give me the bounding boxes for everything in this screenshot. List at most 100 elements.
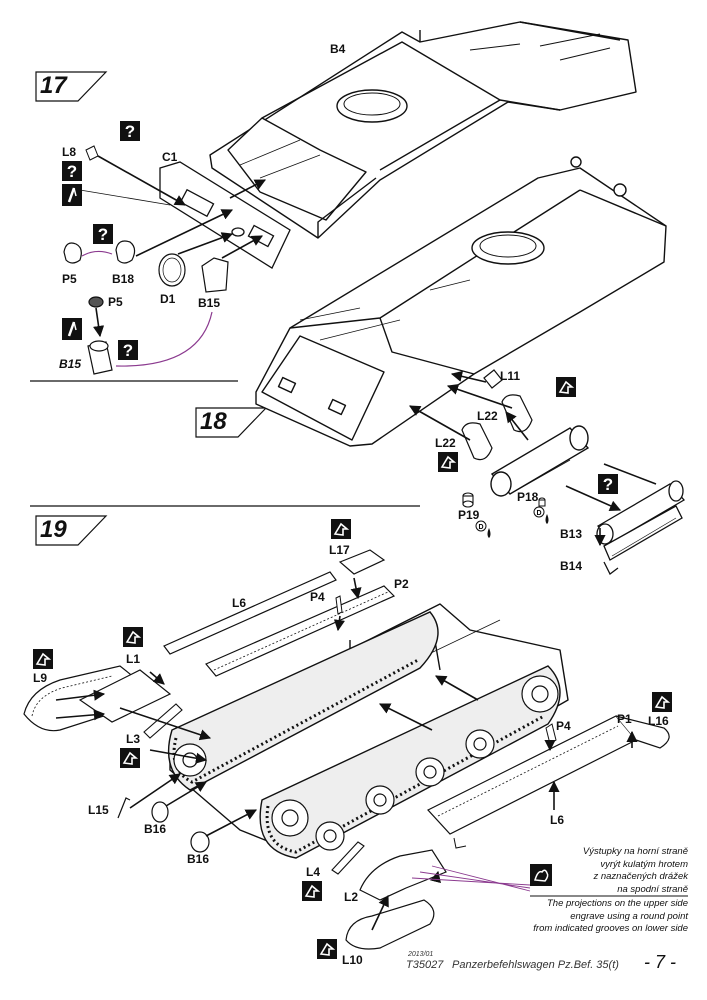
part-l17 bbox=[338, 549, 386, 575]
part-label: L22 bbox=[477, 409, 498, 423]
page-number: - 7 - bbox=[644, 952, 677, 972]
footer-date: 2013/01 bbox=[408, 951, 434, 958]
part-b15 bbox=[201, 257, 229, 293]
part-b16 bbox=[151, 801, 210, 853]
photo-etch-icon bbox=[301, 880, 323, 902]
part-label: B15 bbox=[198, 296, 221, 310]
part-label: B15 bbox=[59, 357, 82, 371]
part-b18 bbox=[115, 240, 136, 264]
question-mark-icon bbox=[62, 161, 82, 181]
exhaust-muffler bbox=[490, 425, 590, 497]
part-label: L11 bbox=[500, 369, 521, 383]
part-l3 bbox=[143, 703, 183, 739]
paint-drop-icon: D bbox=[475, 520, 491, 538]
part-l4 bbox=[331, 841, 365, 875]
engraving-note-english: The projections on the upper side engrav… bbox=[470, 898, 688, 936]
photo-etch-icon bbox=[437, 451, 459, 473]
step-17 bbox=[35, 21, 637, 375]
part-l2-l10-mudguard bbox=[345, 849, 447, 950]
part-label: P1 bbox=[617, 712, 632, 726]
paint-drop-icon: D bbox=[533, 506, 549, 524]
part-label: C1 bbox=[162, 150, 178, 164]
part-label: P19 bbox=[458, 508, 480, 522]
part-label: B4 bbox=[330, 42, 346, 56]
part-l22 bbox=[461, 394, 533, 461]
question-mark-icon bbox=[93, 224, 113, 244]
part-p19 bbox=[462, 492, 474, 508]
step-19 bbox=[23, 515, 688, 960]
question-mark-icon bbox=[120, 121, 140, 141]
part-p18 bbox=[538, 497, 546, 507]
photo-etch-icon bbox=[651, 691, 673, 713]
note-line: Výstupky na horní straně bbox=[582, 846, 688, 857]
step-18-box bbox=[195, 407, 268, 438]
step-number: 17 bbox=[40, 72, 67, 99]
part-label: L3 bbox=[126, 732, 141, 746]
part-d1 bbox=[158, 253, 186, 287]
part-label: L6 bbox=[232, 596, 247, 610]
step-17-arrows bbox=[79, 155, 266, 367]
bend-part-icon bbox=[60, 316, 84, 342]
photo-etch-icon bbox=[122, 626, 144, 648]
step-number: 18 bbox=[200, 408, 227, 435]
note-line: vyrýt kulatým hrotem bbox=[600, 858, 688, 870]
part-label: P5 bbox=[62, 272, 77, 286]
photo-etch-icon bbox=[330, 518, 352, 540]
part-l11 bbox=[483, 369, 503, 389]
step-19-arrows bbox=[55, 577, 638, 931]
bend-part-icon bbox=[60, 182, 84, 208]
paint-code: D bbox=[478, 524, 483, 531]
part-l8 bbox=[85, 145, 99, 161]
engraving-note-czech: Výstupky na horní straně vyrýt kulatým h… bbox=[470, 846, 688, 896]
part-b13-b14 bbox=[596, 480, 686, 575]
part-label: L16 bbox=[648, 714, 669, 728]
part-p2-fender bbox=[205, 585, 396, 677]
part-label: P4 bbox=[310, 590, 325, 604]
footer-title: Panzerbefehlswagen Pz.Bef. 35(t) bbox=[452, 959, 619, 971]
upper-hull-b4 bbox=[209, 21, 637, 239]
part-label: L9 bbox=[33, 671, 48, 685]
part-l6-strip bbox=[163, 571, 337, 655]
part-p4 bbox=[335, 595, 557, 745]
part-label: P18 bbox=[517, 490, 539, 504]
paint-code: D bbox=[536, 510, 541, 517]
part-label: L1 bbox=[126, 652, 141, 666]
track-right bbox=[259, 665, 561, 859]
part-l6-rear bbox=[453, 837, 467, 849]
part-label: P2 bbox=[394, 577, 409, 591]
step-17-box bbox=[35, 71, 108, 102]
part-l15 bbox=[117, 797, 131, 819]
photo-etch-icon bbox=[316, 938, 338, 960]
note-line: engrave using a round point bbox=[570, 910, 688, 922]
photo-etch-icon bbox=[32, 648, 54, 670]
upper-hull-assembled bbox=[255, 156, 667, 447]
part-label: L8 bbox=[62, 145, 77, 159]
part-label: B13 bbox=[560, 527, 583, 541]
question-mark-icon bbox=[598, 474, 618, 494]
photo-etch-icon bbox=[119, 747, 141, 769]
note-line: na spodní straně bbox=[617, 883, 688, 895]
step-18: D D bbox=[195, 156, 686, 575]
note-line: from indicated grooves on lower side bbox=[533, 923, 688, 934]
part-label: B18 bbox=[112, 272, 135, 286]
part-label: L22 bbox=[435, 436, 456, 450]
part-label: L17 bbox=[329, 543, 350, 557]
question-mark-icon bbox=[118, 340, 138, 360]
part-p5 bbox=[63, 242, 82, 264]
part-label: B14 bbox=[560, 559, 583, 573]
part-label: L6 bbox=[550, 813, 565, 827]
footer-code: T35027 bbox=[406, 959, 444, 971]
part-label: B16 bbox=[144, 822, 167, 836]
part-label: L4 bbox=[306, 865, 321, 879]
part-label: P4 bbox=[556, 719, 571, 733]
note-line: The projections on the upper side bbox=[546, 898, 688, 909]
photo-etch-icon bbox=[555, 376, 577, 398]
note-line: z naznačených drážek bbox=[593, 871, 688, 882]
part-label: B16 bbox=[187, 852, 210, 866]
road-wheels bbox=[173, 675, 559, 851]
part-l9-l1-front-fender bbox=[23, 665, 172, 732]
part-label: D1 bbox=[160, 292, 176, 306]
part-label: P5 bbox=[108, 295, 123, 309]
part-label: L15 bbox=[88, 803, 109, 817]
